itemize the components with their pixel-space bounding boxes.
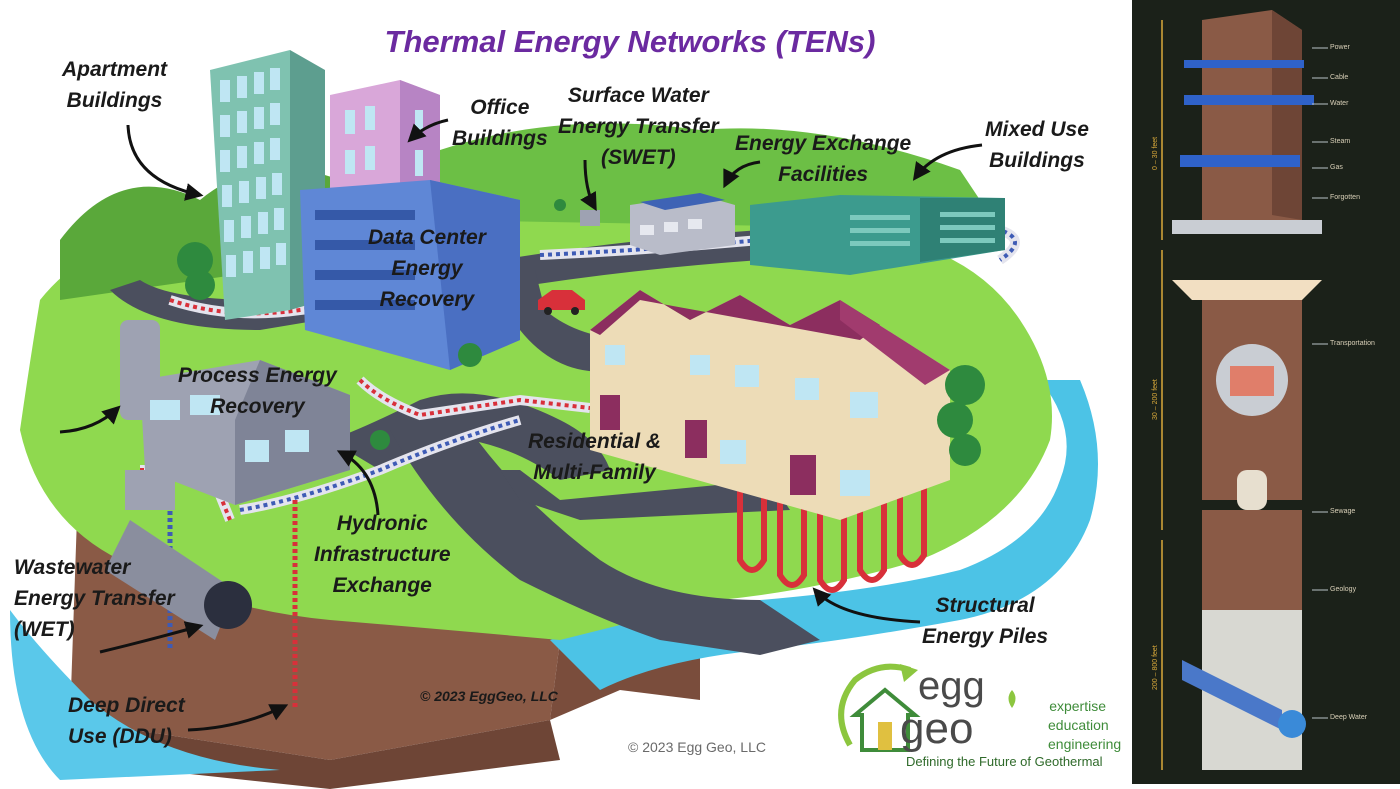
- label-swet: Surface Water Energy Transfer (SWET): [558, 84, 719, 169]
- poster-label-steam: Steam: [1330, 138, 1351, 145]
- poster-depth-0-30: 0 – 30 feet: [1152, 136, 1159, 170]
- residential-townhouses: [590, 290, 950, 520]
- mixed-use-buildings: [750, 195, 1005, 275]
- poster-illustration: [1132, 0, 1400, 784]
- label-energy-piles: Structural Energy Piles: [922, 594, 1049, 648]
- logo-house-icon: [838, 663, 921, 752]
- logo-tag-expertise: expertise: [1049, 698, 1106, 714]
- poster-label-forgotten: Forgotten: [1330, 194, 1360, 201]
- underground-infrastructure-poster: Power Cable Water Steam Gas Forgotten Tr…: [1132, 0, 1400, 784]
- label-process-energy: Process Energy Recovery: [178, 364, 337, 418]
- logo-tagline: Defining the Future of Geothermal: [906, 754, 1103, 769]
- logo-word-geo: geo: [900, 704, 974, 753]
- label-energy-exchange: Energy Exchange Facilities: [735, 132, 912, 186]
- leaf-icon: [1008, 690, 1016, 708]
- diagram-title: Thermal Energy Networks (TENs): [384, 24, 876, 59]
- illustration-copyright: © 2023 EggGeo, LLC: [420, 688, 558, 704]
- poster-label-cable: Cable: [1330, 74, 1349, 81]
- footer-copyright: © 2023 Egg Geo, LLC: [628, 739, 766, 755]
- poster-label-water: Water: [1330, 100, 1349, 107]
- poster-label-power: Power: [1330, 44, 1350, 51]
- poster-label-sewage: Sewage: [1330, 508, 1356, 515]
- energy-exchange-facility: [580, 193, 735, 255]
- label-office-buildings: Office Buildings: [452, 96, 548, 150]
- wastewater-pipe: [105, 520, 252, 640]
- label-mixed-use: Mixed Use Buildings: [985, 118, 1089, 172]
- logo-tag-engineering: engineering: [1048, 736, 1122, 752]
- label-wastewater: Wastewater Energy Transfer (WET): [14, 556, 175, 641]
- label-hydronic: Hydronic Infrastructure Exchange: [314, 512, 451, 597]
- car: [538, 290, 585, 315]
- poster-label-gas: Gas: [1330, 164, 1343, 171]
- logo-word-egg: egg: [918, 664, 985, 708]
- label-data-center: Data Center Energy Recovery: [368, 226, 486, 311]
- logo-tag-education: education: [1048, 717, 1109, 733]
- trees: [177, 199, 985, 466]
- data-center-building: [300, 180, 520, 370]
- poster-depth-30-200: 30 – 200 feet: [1152, 379, 1159, 420]
- ten-illustration: [10, 50, 1098, 789]
- energy-piles: [737, 480, 927, 593]
- poster-label-geology: Geology: [1330, 586, 1357, 593]
- label-residential: Residential & Multi-Family: [528, 430, 662, 484]
- label-arrows: [59, 118, 983, 732]
- process-energy-building: [120, 320, 350, 510]
- poster-label-transportation: Transportation: [1330, 340, 1375, 347]
- poster-depth-200-800: 200 – 800 feet: [1152, 645, 1159, 690]
- poster-label-deep-water: Deep Water: [1330, 714, 1368, 721]
- label-apartment-buildings: Apartment Buildings: [62, 58, 168, 112]
- label-deep-direct-use: Deep Direct Use (DDU): [68, 694, 185, 748]
